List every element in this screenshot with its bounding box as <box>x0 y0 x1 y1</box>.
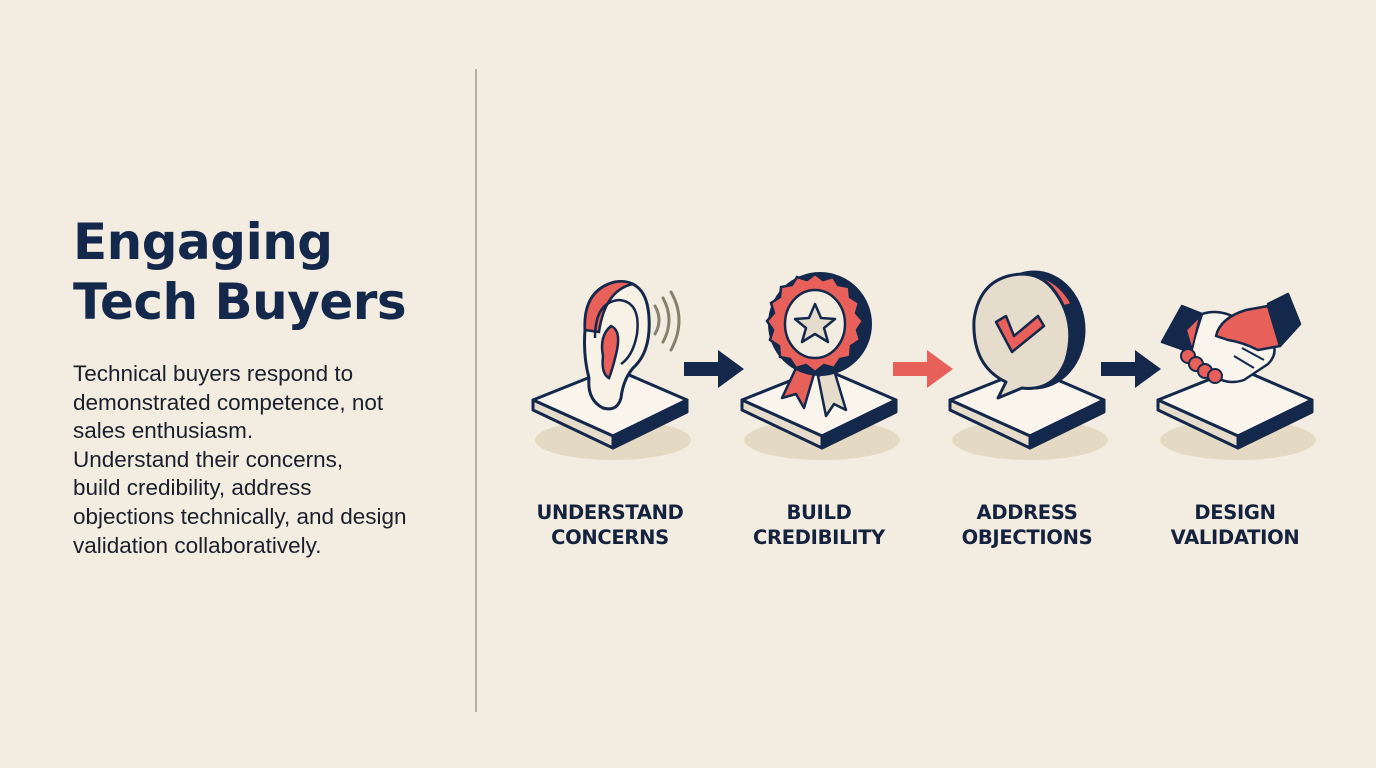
step-address-objections <box>942 260 1122 470</box>
intro-panel: Engaging Tech Buyers Technical buyers re… <box>73 212 453 560</box>
arrow-right-icon <box>684 350 744 388</box>
description-line: validation collaboratively. <box>73 532 322 558</box>
label-line: ADDRESS <box>976 501 1078 524</box>
label-line: VALIDATION <box>1170 526 1300 549</box>
description-line: demonstrated competence, not <box>73 389 384 415</box>
title-line: Tech Buyers <box>73 273 407 331</box>
slide-title: Engaging Tech Buyers <box>73 212 453 332</box>
award-ribbon-icon <box>740 272 900 460</box>
ear-icon <box>531 280 691 460</box>
description-line: Understand their concerns, <box>73 446 344 472</box>
description-line: Technical buyers respond to <box>73 361 354 386</box>
slide-description: Technical buyers respond to demonstrated… <box>73 360 453 560</box>
label-line: UNDERSTAND <box>536 501 684 524</box>
step-label-address-objections: ADDRESS OBJECTIONS <box>927 500 1127 550</box>
title-line: Engaging <box>73 213 333 271</box>
label-line: CONCERNS <box>551 526 669 549</box>
arrow-right-icon <box>893 350 953 388</box>
step-design-validation <box>1150 260 1330 470</box>
label-line: CREDIBILITY <box>752 526 885 549</box>
description-line: build credibility, address <box>73 475 312 501</box>
description-line: sales enthusiasm. <box>73 418 254 444</box>
handshake-icon <box>1156 292 1316 460</box>
step-build-credibility <box>734 260 914 470</box>
label-line: DESIGN <box>1194 501 1276 524</box>
description-line: objections technically, and design <box>73 503 407 529</box>
step-label-build-credibility: BUILD CREDIBILITY <box>719 500 919 550</box>
vertical-divider <box>475 69 477 712</box>
label-line: OBJECTIONS <box>961 526 1093 549</box>
step-label-design-validation: DESIGN VALIDATION <box>1135 500 1335 550</box>
arrow-right-icon <box>1101 350 1161 388</box>
step-understand-concerns <box>525 260 705 470</box>
step-label-understand-concerns: UNDERSTAND CONCERNS <box>510 500 710 550</box>
label-line: BUILD <box>786 501 852 524</box>
checkmark-speech-bubble-icon <box>948 270 1108 460</box>
